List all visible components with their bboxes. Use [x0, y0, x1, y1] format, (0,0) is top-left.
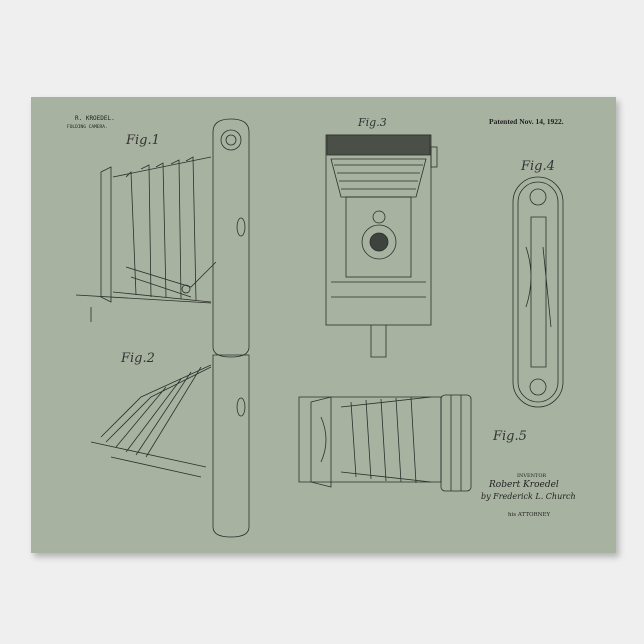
- inventor-signature: Robert Kroedel: [489, 480, 559, 490]
- fig1-label: Fig.1: [126, 133, 160, 148]
- fig2-drawing: [90, 354, 250, 538]
- attorney-signature: by Frederick L. Church: [481, 492, 576, 501]
- header-title: FOLDING CAMERA.: [67, 125, 108, 130]
- patent-drawings: [75, 118, 564, 538]
- fig5-label: Fig.5: [493, 429, 527, 444]
- patent-date: Patented Nov. 14, 1922.: [489, 117, 564, 126]
- attorney-label: his ATTORNEY: [508, 512, 551, 518]
- fig4-label: Fig.4: [521, 159, 555, 174]
- patent-poster: R. KROEDEL. FOLDING CAMERA. Patented Nov…: [31, 97, 616, 553]
- fig2-label: Fig.2: [121, 351, 155, 366]
- fig5-drawing: [298, 394, 472, 492]
- inventor-label: INVENTOR: [517, 473, 547, 479]
- fig4-drawing: [512, 176, 564, 408]
- fig3-label: Fig.3: [358, 116, 387, 129]
- header-inventor: R. KROEDEL.: [75, 115, 115, 122]
- fig1-drawing: [75, 118, 250, 358]
- fig3-drawing: [325, 134, 438, 358]
